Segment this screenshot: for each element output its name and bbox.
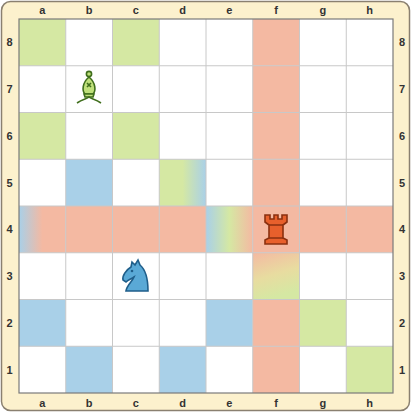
file-label: a <box>39 397 45 408</box>
rank-label: 3 <box>399 271 405 282</box>
file-label: d <box>179 5 186 16</box>
file-label: g <box>320 5 327 16</box>
file-label: h <box>366 5 373 16</box>
file-label: f <box>274 5 278 16</box>
rank-label: 6 <box>6 130 12 141</box>
file-label: g <box>320 397 327 408</box>
knight-piece <box>123 260 148 291</box>
rank-label: 1 <box>6 364 12 375</box>
file-label: f <box>274 397 278 408</box>
rank-label: 3 <box>6 271 12 282</box>
file-label: d <box>179 397 186 408</box>
file-label: b <box>86 397 93 408</box>
grid-lines <box>19 19 393 393</box>
rank-label: 7 <box>6 84 12 95</box>
file-label: c <box>133 5 139 16</box>
file-label: b <box>86 5 93 16</box>
bishop-squares <box>19 19 393 393</box>
bishop-piece <box>77 71 101 103</box>
board-ground <box>19 19 393 393</box>
rank-label: 2 <box>399 317 405 328</box>
file-label: e <box>226 5 232 16</box>
knight-squares <box>19 159 253 393</box>
file-label: h <box>366 397 373 408</box>
file-label: c <box>133 397 139 408</box>
rank-label: 8 <box>6 37 12 48</box>
rank-label: 2 <box>6 317 12 328</box>
board-border <box>19 19 393 393</box>
rook-piece <box>265 215 287 244</box>
rank-label: 5 <box>6 177 12 188</box>
file-label: a <box>39 5 45 16</box>
rank-label: 7 <box>399 84 405 95</box>
rank-label: 6 <box>399 130 405 141</box>
rank-label: 8 <box>399 37 405 48</box>
rank-label: 4 <box>399 224 405 235</box>
file-label: e <box>226 397 232 408</box>
rank-label: 1 <box>399 364 405 375</box>
rank-label: 5 <box>399 177 405 188</box>
rank-label: 4 <box>6 224 12 235</box>
